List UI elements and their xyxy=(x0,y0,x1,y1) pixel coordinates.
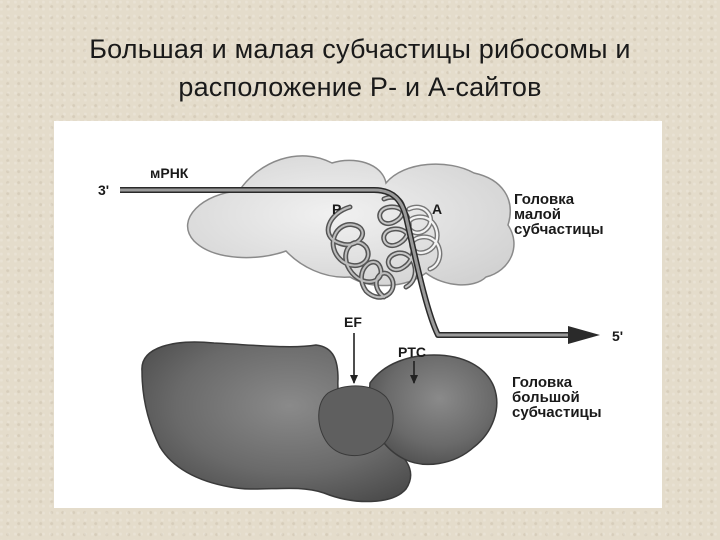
small-head-label-1: Головка xyxy=(514,191,575,208)
title-line-2: расположение Р- и А-сайтов xyxy=(178,72,542,102)
mrna-arrowhead-icon xyxy=(568,326,600,344)
slide-title: Большая и малая субчастицы рибосомы и ра… xyxy=(0,30,720,106)
title-line-1: Большая и малая субчастицы рибосомы и xyxy=(89,34,631,64)
mrna-strand xyxy=(120,187,600,344)
ribosome-figure: мРНК 3' 5' P A Головка малой субчастицы … xyxy=(54,121,662,508)
end-5-label: 5' xyxy=(612,328,623,344)
a-site-label: A xyxy=(432,201,442,217)
trna-tangle xyxy=(325,194,443,300)
large-head-label-3: субчастицы xyxy=(512,404,602,421)
ribosome-diagram: мРНК 3' 5' P A Головка малой субчастицы … xyxy=(98,155,623,503)
large-subunit xyxy=(141,341,498,503)
p-site-label: P xyxy=(332,201,341,217)
large-head-label-2: большой xyxy=(512,389,580,406)
end-3-label: 3' xyxy=(98,182,109,198)
small-head-label-3: субчастицы xyxy=(514,221,604,238)
ef-label: EF xyxy=(344,314,362,330)
mrna-label: мРНК xyxy=(150,165,189,181)
small-head-label-2: малой xyxy=(514,206,561,223)
ptc-label: PTC xyxy=(398,344,426,360)
large-head-label-1: Головка xyxy=(512,374,573,391)
